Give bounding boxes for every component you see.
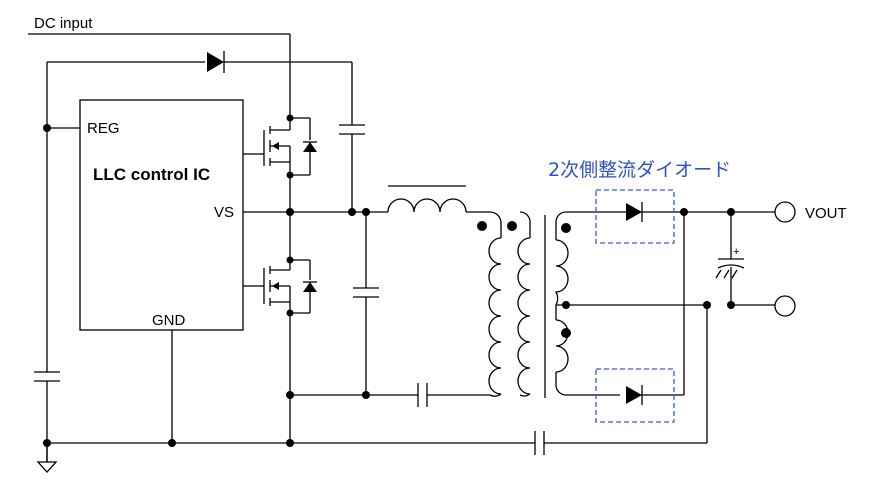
- diode-highlight-box: [595, 189, 675, 244]
- junction-dot: [43, 124, 51, 132]
- polarity-dot: [561, 223, 571, 233]
- output-capacitor: [715, 212, 745, 305]
- reg-supply-line: [34, 62, 80, 462]
- ground-icon: [36, 443, 58, 473]
- transformer-primary: [488, 211, 531, 397]
- junction-dot: [286, 309, 294, 317]
- resonant-capacitor: [417, 383, 490, 407]
- reg-pin-label: REG: [87, 120, 120, 137]
- dc-input-wire: [28, 33, 291, 118]
- junction-dot: [286, 114, 294, 122]
- polarity-dot: [561, 328, 571, 338]
- low-side-mosfet: [243, 212, 317, 443]
- bootstrap-diode: [47, 51, 353, 125]
- high-side-mosfet: [243, 117, 317, 212]
- junction-dot: [562, 301, 570, 309]
- vout-terminal-icon: [774, 201, 796, 223]
- diode-highlight-box: [595, 368, 675, 423]
- transformer-secondary: [554, 211, 705, 396]
- ground-rail: [47, 305, 708, 455]
- capacitor-polarity-label: +: [733, 246, 739, 258]
- junction-dot: [680, 208, 688, 216]
- resonant-split-capacitor: [353, 212, 379, 395]
- ic-block: [79, 99, 244, 331]
- junction-dot: [286, 256, 294, 264]
- resonant-inductor: [370, 185, 490, 213]
- rectifier-diode-callout: 2次側整流ダイオード: [548, 159, 731, 181]
- junction-dot: [286, 171, 294, 179]
- junction-dot: [43, 439, 51, 447]
- gnd-pin-label: GND: [152, 312, 186, 329]
- return-terminal-icon: [774, 295, 796, 317]
- rectifier-diode-top: [575, 202, 790, 222]
- snubber-capacitor: [339, 124, 365, 212]
- junction-dot: [727, 208, 735, 216]
- vout-label: VOUT: [805, 205, 847, 222]
- polarity-dot: [477, 221, 487, 231]
- rectifier-diode-bottom: [626, 212, 685, 405]
- dc-input-label: DC input: [34, 15, 93, 32]
- junction-dot: [168, 439, 176, 447]
- vs-pin-label: VS: [214, 204, 234, 221]
- polarity-dot: [507, 221, 517, 231]
- ic-title: LLC control IC: [93, 165, 210, 184]
